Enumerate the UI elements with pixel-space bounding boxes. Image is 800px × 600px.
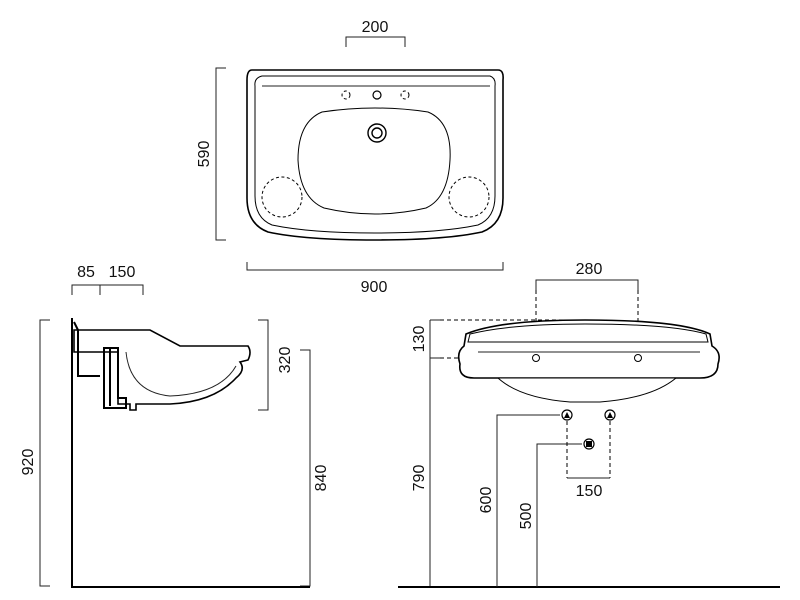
tap-hole-front-left (532, 354, 540, 362)
soap-dish-right (448, 176, 490, 218)
dim-85-label: 85 (77, 264, 95, 281)
dim-320-label: 320 (277, 347, 294, 374)
dim-200-line (345, 36, 406, 47)
soap-dish-left (261, 176, 303, 218)
side-basin-deck (73, 329, 251, 411)
dim-85-150-line (71, 284, 144, 295)
dim-920-line (39, 319, 50, 587)
overflow-hole-inner (371, 127, 383, 139)
tap-hole-front-right (634, 354, 642, 362)
dim-500-label: 500 (518, 503, 535, 530)
dim-900-line (246, 262, 504, 271)
dim-150-dashed (566, 421, 611, 478)
dim-150-label: 150 (109, 264, 136, 281)
side-wall-flange (73, 321, 100, 377)
dim-600-line (496, 414, 560, 587)
front-basin-bowl (496, 377, 678, 403)
dim-500-line (536, 443, 582, 587)
top-view: 200 590 900 (196, 19, 504, 296)
bowl (297, 107, 451, 215)
dim-280-label: 280 (576, 261, 603, 278)
dim-920-label: 920 (20, 449, 37, 476)
supply-valve-right-icon (604, 409, 616, 421)
front-basin-rim (467, 323, 709, 343)
dim-790-label: 790 (411, 465, 428, 492)
side-view: 85 150 920 320 840 (20, 264, 330, 588)
dim-840-line (300, 349, 311, 587)
dim-320-line (258, 319, 269, 411)
drain-outlet-icon (583, 438, 595, 450)
tap-hole-center (372, 90, 382, 100)
dim-840-label: 840 (313, 465, 330, 492)
side-wall (71, 318, 310, 588)
front-view: 280 130 790 (398, 261, 780, 588)
dim-200-label: 200 (362, 19, 389, 36)
tap-hole-right (400, 90, 410, 100)
tap-hole-left (341, 90, 351, 100)
dim-600-label: 600 (478, 487, 495, 514)
dim-150-label: 150 (576, 483, 603, 500)
dim-590-line (215, 67, 226, 241)
side-pedestal-trap (103, 347, 127, 409)
dim-590-label: 590 (196, 141, 213, 168)
dim-900-label: 900 (361, 279, 388, 296)
side-bowl-curve (125, 351, 237, 397)
dim-130-label: 130 (411, 326, 428, 353)
supply-valve-left-icon (561, 409, 573, 421)
